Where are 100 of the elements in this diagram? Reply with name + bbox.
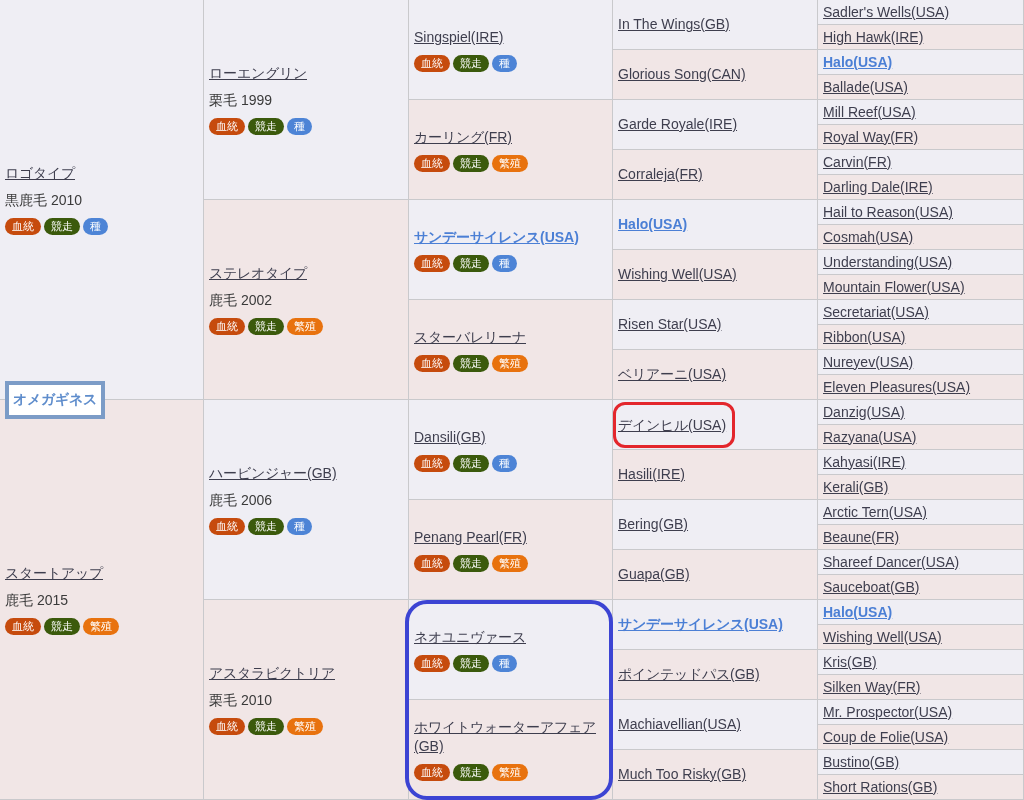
- pedigree-cell: [818, 450, 1024, 475]
- pedigree-cell: [818, 500, 1024, 525]
- race-record-badge: 競走: [453, 54, 489, 72]
- horse-name-link: Coup de Folie(USA): [823, 727, 949, 747]
- horse-name-link: Halo(USA): [823, 52, 893, 72]
- horse-name-link: Machiavellian(USA): [618, 715, 741, 734]
- horse-name-link: スタートアップ: [5, 564, 103, 583]
- horse-name-link: スターバレリーナ: [414, 327, 526, 347]
- horse-name-link: Guapa(GB): [618, 565, 690, 584]
- horse-name-link: Dansili(GB): [414, 427, 486, 447]
- horse-name-link: Carvin(FR): [823, 152, 892, 172]
- broodmare-badge: 繁殖: [492, 764, 528, 781]
- horse-name-link: Much Too Risky(GB): [618, 765, 747, 784]
- broodmare-badge: 繁殖: [492, 354, 528, 372]
- pedigree-badge: 血統: [209, 118, 245, 135]
- horse-name-link: Kahyasi(IRE): [823, 452, 906, 472]
- horse-name-link: Nureyev(USA): [823, 352, 914, 372]
- pedigree-badge: 血統: [414, 554, 450, 572]
- pedigree-cell: [818, 100, 1024, 125]
- pedigree-cell: [613, 300, 818, 350]
- horse-name-link: ロゴタイプ: [5, 164, 75, 183]
- horse-name-link: アスタラビクトリア: [209, 664, 335, 683]
- horse-name-link: Penang Pearl(FR): [414, 527, 527, 547]
- pedigree-cell: [204, 0, 409, 200]
- pedigree-cell: [818, 675, 1024, 700]
- race-record-badge: 競走: [248, 118, 284, 135]
- broodmare-badge: 繁殖: [287, 718, 323, 735]
- pedigree-cell: [818, 425, 1024, 450]
- horse-name-link: ベリアーニ(USA): [618, 365, 727, 384]
- horse-name-link: Singspiel(IRE): [414, 27, 504, 47]
- race-record-badge: 競走: [248, 318, 284, 335]
- race-record-badge: 競走: [453, 554, 489, 572]
- coat-year-text: 栗毛 2010: [209, 691, 273, 710]
- pedigree-badge: 血統: [414, 154, 450, 172]
- pedigree-cell: [613, 400, 818, 450]
- pedigree-cell: [613, 550, 818, 600]
- horse-name-link: ホワイトウォーターアフェア(GB): [414, 718, 597, 756]
- horse-name-link: Beaune(FR): [823, 527, 900, 547]
- pedigree-cell: [818, 400, 1024, 425]
- pedigree-badge: 血統: [209, 518, 245, 535]
- horse-name-link: Silken Way(FR): [823, 677, 921, 697]
- horse-name-link: Ribbon(USA): [823, 327, 906, 347]
- horse-name-link: Mr. Prospector(USA): [823, 702, 953, 722]
- horse-name-link: Bering(GB): [618, 515, 689, 534]
- pedigree-cell: [613, 0, 818, 50]
- pedigree-cell: [613, 200, 818, 250]
- pedigree-cell: [818, 25, 1024, 50]
- horse-name-label: オメガギネス: [5, 381, 105, 419]
- horse-name-link: Risen Star(USA): [618, 315, 722, 334]
- stallion-badge: 種: [492, 254, 517, 272]
- horse-name-link: Eleven Pleasures(USA): [823, 377, 971, 397]
- horse-name-link: サンデーサイレンス(USA): [618, 615, 783, 634]
- stallion-badge: 種: [287, 118, 312, 135]
- race-record-badge: 競走: [44, 218, 80, 235]
- coat-year-text: 鹿毛 2002: [209, 291, 273, 310]
- horse-name-link: Royal Way(FR): [823, 127, 919, 147]
- horse-name-link: Kris(GB): [823, 652, 877, 672]
- pedigree-badge: 血統: [5, 618, 41, 635]
- stallion-badge: 種: [492, 654, 517, 672]
- pedigree-cell: [818, 650, 1024, 675]
- pedigree-cell: [409, 200, 613, 300]
- pedigree-cell: [818, 725, 1024, 750]
- pedigree-cell: [204, 400, 409, 600]
- pedigree-cell: [204, 200, 409, 400]
- broodmare-badge: 繁殖: [287, 318, 323, 335]
- pedigree-cell: [613, 50, 818, 100]
- pedigree-cell: [409, 300, 613, 400]
- horse-name-link: Halo(USA): [618, 215, 688, 234]
- pedigree-cell: [818, 200, 1024, 225]
- horse-name-link: In The Wings(GB): [618, 15, 730, 34]
- pedigree-cell: [818, 575, 1024, 600]
- broodmare-badge: 繁殖: [492, 154, 528, 172]
- pedigree-cell: [409, 600, 613, 700]
- pedigree-cell: [613, 250, 818, 300]
- horse-name-link: Bustino(GB): [823, 752, 900, 772]
- horse-name-link: Mountain Flower(USA): [823, 277, 965, 297]
- horse-name-link: Mill Reef(USA): [823, 102, 916, 122]
- horse-name-link: Secretariat(USA): [823, 302, 929, 322]
- race-record-badge: 競走: [453, 454, 489, 472]
- pedigree-cell: [818, 150, 1024, 175]
- horse-name-link: ハービンジャー(GB): [209, 464, 337, 483]
- horse-name-link: ネオユニヴァース: [414, 627, 526, 647]
- pedigree-cell: [818, 525, 1024, 550]
- pedigree-badge: 血統: [209, 318, 245, 335]
- pedigree-cell: [818, 300, 1024, 325]
- pedigree-cell: [818, 175, 1024, 200]
- pedigree-cell: [818, 750, 1024, 775]
- pedigree-cell: [818, 250, 1024, 275]
- race-record-badge: 競走: [453, 764, 489, 781]
- pedigree-badge: 血統: [414, 254, 450, 272]
- horse-name-link: カーリング(FR): [414, 127, 512, 147]
- horse-name-link: Corraleja(FR): [618, 165, 703, 184]
- pedigree-cell: [818, 50, 1024, 75]
- pedigree-cell: [818, 775, 1024, 800]
- pedigree-cell: [818, 125, 1024, 150]
- pedigree-cell: [409, 0, 613, 100]
- horse-name-link: Garde Royale(IRE): [618, 115, 738, 134]
- coat-year-text: 鹿毛 2006: [209, 491, 273, 510]
- pedigree-cell: [409, 400, 613, 500]
- pedigree-cell: [409, 500, 613, 600]
